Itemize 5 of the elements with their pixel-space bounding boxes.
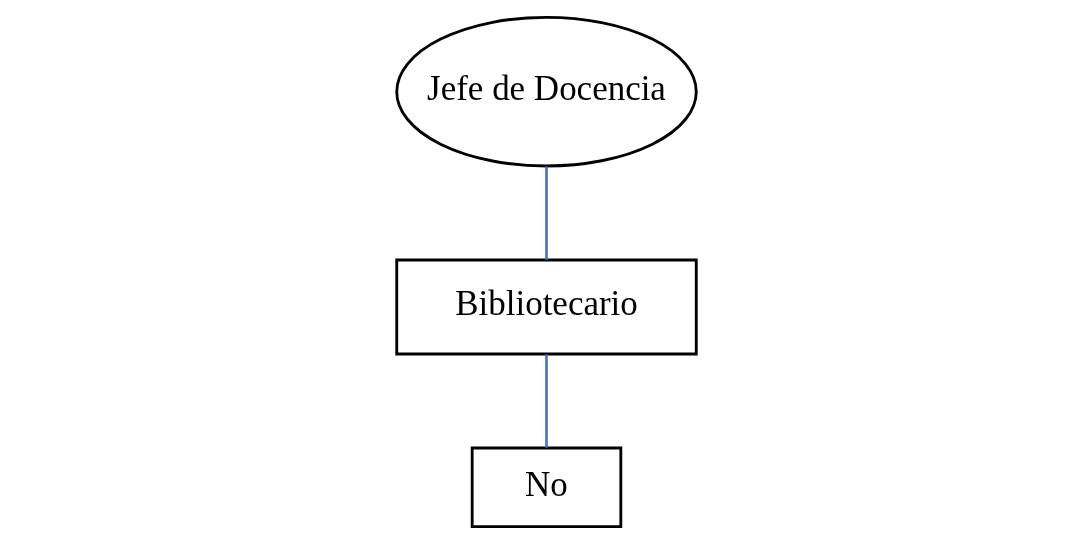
node-box: No xyxy=(470,446,622,529)
node-box: Bibliotecario xyxy=(394,258,698,356)
connector xyxy=(544,354,548,448)
node-ellipse: Jefe de Docencia xyxy=(394,15,698,168)
connector xyxy=(544,166,548,260)
